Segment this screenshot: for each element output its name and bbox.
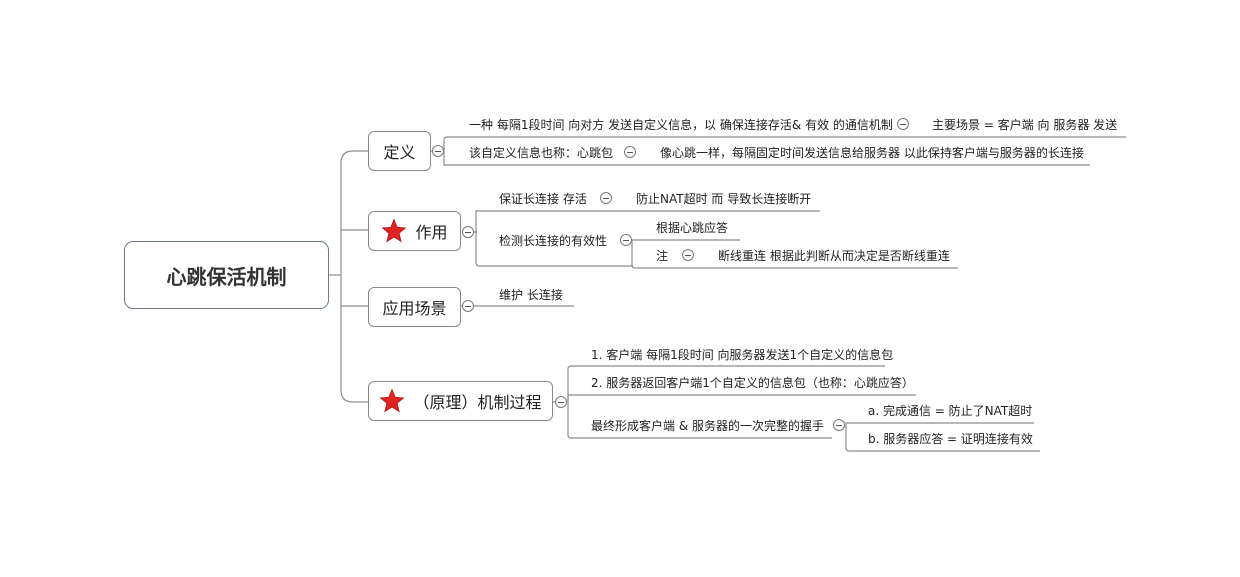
root-label: 心跳保活机制 [166, 264, 287, 289]
collapse-toggle-scenario[interactable] [462, 300, 474, 312]
collapse-toggle-definition-item-1[interactable] [897, 118, 909, 130]
definition-item-1-child[interactable]: 主要场景 = 客户端 向 服务器 发送 [932, 118, 1118, 132]
branch-purpose-label: 作用 [415, 223, 448, 242]
collapse-toggle-definition[interactable] [432, 145, 444, 157]
process-item-3[interactable]: 最终形成客户端 & 服务器的一次完整的握手 [591, 419, 824, 433]
red-star-icon [382, 218, 407, 243]
definition-item-2-child[interactable]: 像心跳一样，每隔固定时间发送信息给服务器 以此保持客户端与服务器的长连接 [660, 146, 1084, 160]
purpose-item-2-child-1[interactable]: 根据心跳应答 [656, 221, 729, 235]
process-item-1[interactable]: 1. 客户端 每隔1段时间 向服务器发送1个自定义的信息包 [591, 348, 894, 362]
branch-definition[interactable]: 定义 [368, 131, 431, 171]
collapse-toggle-purpose-note[interactable] [682, 249, 694, 261]
purpose-note-child[interactable]: 断线重连 根据此判断从而决定是否断线重连 [718, 249, 950, 263]
collapse-toggle-process[interactable] [555, 396, 567, 408]
branch-scenario-label: 应用场景 [382, 299, 447, 318]
branch-process-label: （原理）机制过程 [413, 393, 542, 412]
collapse-toggle-purpose-item-2[interactable] [620, 234, 632, 246]
collapse-toggle-purpose[interactable] [462, 226, 474, 238]
branch-process[interactable]: （原理）机制过程 [368, 381, 553, 421]
purpose-item-2[interactable]: 检测长连接的有效性 [499, 234, 608, 248]
definition-item-2[interactable]: 该自定义信息也称：心跳包 [469, 146, 614, 160]
red-star-icon [380, 388, 405, 413]
definition-item-1[interactable]: 一种 每隔1段时间 向对方 发送自定义信息，以 确保连接存活& 有效 的通信机制 [469, 118, 893, 132]
process-item-2[interactable]: 2. 服务器返回客户端1个自定义的信息包（也称：心跳应答） [591, 376, 914, 390]
collapse-toggle-definition-item-2[interactable] [624, 146, 636, 158]
collapse-toggle-purpose-item-1[interactable] [600, 192, 612, 204]
purpose-item-1-child[interactable]: 防止NAT超时 而 导致长连接断开 [636, 192, 812, 206]
purpose-item-1[interactable]: 保证长连接 存活 [499, 192, 587, 206]
branch-definition-label: 定义 [383, 143, 416, 162]
branch-purpose[interactable]: 作用 [368, 211, 461, 251]
process-item-3-child-1[interactable]: a. 完成通信 = 防止了NAT超时 [868, 404, 1033, 418]
root-topic[interactable]: 心跳保活机制 [124, 241, 329, 309]
purpose-item-2-child-2[interactable]: 注 [656, 249, 669, 263]
process-item-3-child-2[interactable]: b. 服务器应答 = 证明连接有效 [868, 432, 1033, 446]
branch-scenario[interactable]: 应用场景 [368, 287, 461, 327]
scenario-item-1[interactable]: 维护 长连接 [499, 288, 563, 302]
collapse-toggle-process-item-3[interactable] [833, 419, 845, 431]
